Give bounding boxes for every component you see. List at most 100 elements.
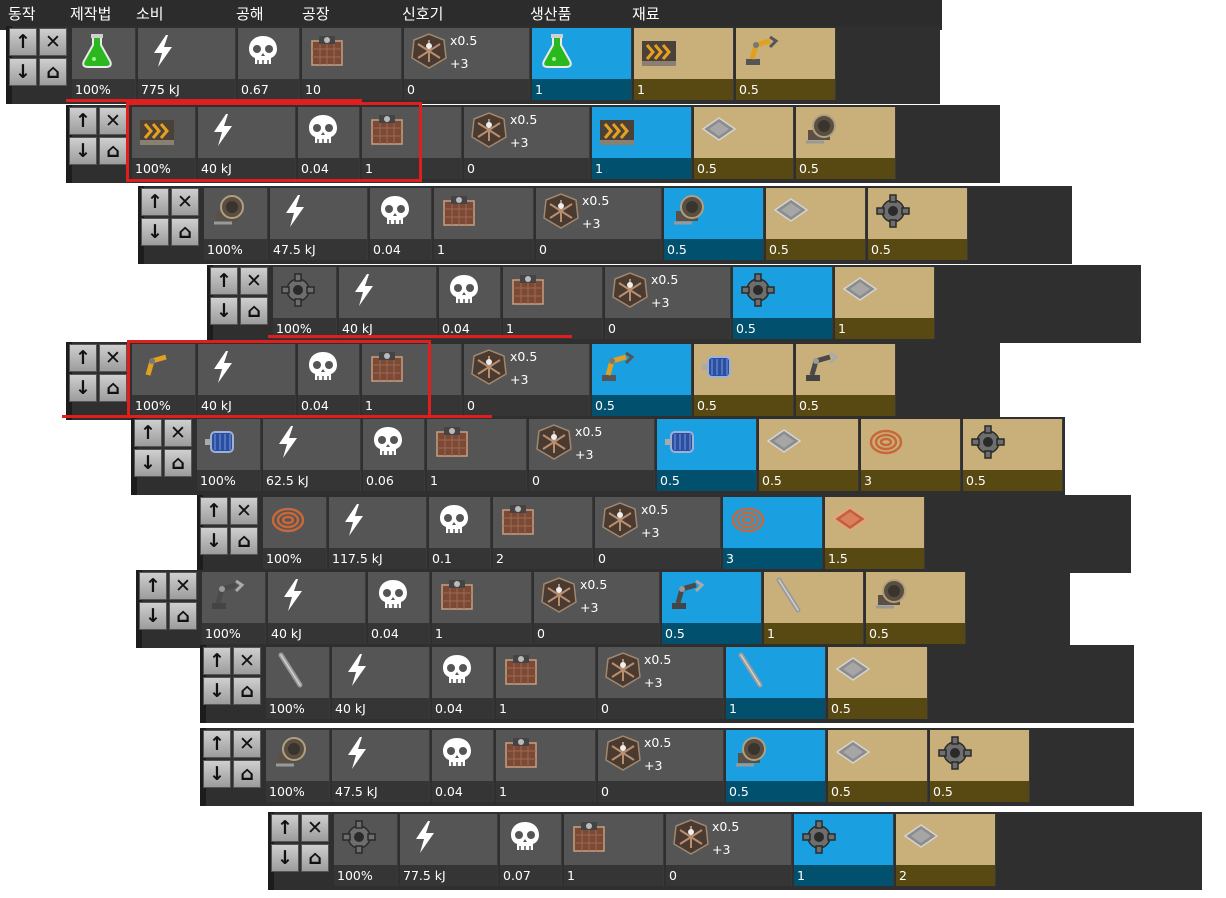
ingredient-cell[interactable]: 1.5: [825, 497, 925, 569]
pollution-cell[interactable]: 0.04: [368, 572, 430, 644]
energy-cell[interactable]: 40 kJ: [268, 572, 366, 644]
delete-row-button[interactable]: ✕: [39, 28, 67, 56]
factory-cell[interactable]: 1: [362, 107, 462, 179]
go-to-factory-button[interactable]: ⌂: [169, 602, 197, 630]
pollution-cell[interactable]: 0.07: [500, 814, 562, 886]
ingredient-cell[interactable]: 0.5: [694, 107, 794, 179]
go-to-factory-button[interactable]: ⌂: [301, 844, 329, 872]
factory-cell[interactable]: 2: [493, 497, 593, 569]
product-cell[interactable]: 1: [794, 814, 894, 886]
ingredient-cell[interactable]: 0.5: [796, 107, 896, 179]
delete-row-button[interactable]: ✕: [233, 647, 261, 675]
recipe-cell[interactable]: 100%: [266, 647, 330, 719]
ingredient-cell[interactable]: 1: [835, 267, 935, 339]
go-to-factory-button[interactable]: ⌂: [230, 527, 258, 555]
recipe-cell[interactable]: 100%: [204, 188, 268, 260]
delete-row-button[interactable]: ✕: [301, 814, 329, 842]
delete-row-button[interactable]: ✕: [230, 497, 258, 525]
factory-cell[interactable]: 1: [503, 267, 603, 339]
delete-row-button[interactable]: ✕: [171, 188, 199, 216]
pollution-cell[interactable]: 0.67: [238, 28, 300, 100]
ingredient-cell[interactable]: 0.5: [736, 28, 836, 100]
pollution-cell[interactable]: 0.04: [439, 267, 501, 339]
factory-cell[interactable]: 1: [434, 188, 534, 260]
go-to-factory-button[interactable]: ⌂: [171, 218, 199, 246]
factory-cell[interactable]: 10: [302, 28, 402, 100]
recipe-cell[interactable]: 100%: [202, 572, 266, 644]
move-down-button[interactable]: ↓: [203, 677, 231, 705]
move-down-button[interactable]: ↓: [69, 137, 97, 165]
delete-row-button[interactable]: ✕: [240, 267, 268, 295]
move-down-button[interactable]: ↓: [139, 602, 167, 630]
factory-cell[interactable]: 1: [564, 814, 664, 886]
recipe-cell[interactable]: 100%: [72, 28, 136, 100]
recipe-cell[interactable]: 100%: [197, 419, 261, 491]
product-cell[interactable]: 0.5: [592, 344, 692, 416]
energy-cell[interactable]: 47.5 kJ: [332, 730, 430, 802]
go-to-factory-button[interactable]: ⌂: [233, 677, 261, 705]
product-cell[interactable]: 0.5: [664, 188, 764, 260]
energy-cell[interactable]: 40 kJ: [198, 107, 296, 179]
ingredient-cell[interactable]: 1: [634, 28, 734, 100]
ingredient-cell[interactable]: 0.5: [868, 188, 968, 260]
factory-cell[interactable]: 1: [427, 419, 527, 491]
pollution-cell[interactable]: 0.06: [363, 419, 425, 491]
ingredient-cell[interactable]: 0.5: [930, 730, 1030, 802]
move-up-button[interactable]: ↑: [69, 107, 97, 135]
go-to-factory-button[interactable]: ⌂: [99, 137, 127, 165]
energy-cell[interactable]: 47.5 kJ: [270, 188, 368, 260]
move-down-button[interactable]: ↓: [203, 760, 231, 788]
move-down-button[interactable]: ↓: [271, 844, 299, 872]
energy-cell[interactable]: 40 kJ: [198, 344, 296, 416]
move-down-button[interactable]: ↓: [9, 58, 37, 86]
delete-row-button[interactable]: ✕: [233, 730, 261, 758]
product-cell[interactable]: 1: [532, 28, 632, 100]
energy-cell[interactable]: 775 kJ: [138, 28, 236, 100]
move-down-button[interactable]: ↓: [141, 218, 169, 246]
recipe-cell[interactable]: 100%: [334, 814, 398, 886]
go-to-factory-button[interactable]: ⌂: [233, 760, 261, 788]
ingredient-cell[interactable]: 0.5: [963, 419, 1063, 491]
move-up-button[interactable]: ↑: [200, 497, 228, 525]
pollution-cell[interactable]: 0.04: [298, 107, 360, 179]
product-cell[interactable]: 0.5: [726, 730, 826, 802]
ingredient-cell[interactable]: 0.5: [828, 647, 928, 719]
product-cell[interactable]: 0.5: [662, 572, 762, 644]
recipe-cell[interactable]: 100%: [266, 730, 330, 802]
pollution-cell[interactable]: 0.04: [432, 647, 494, 719]
ingredient-cell[interactable]: 0.5: [694, 344, 794, 416]
move-up-button[interactable]: ↑: [271, 814, 299, 842]
factory-cell[interactable]: 1: [362, 344, 462, 416]
energy-cell[interactable]: 117.5 kJ: [329, 497, 427, 569]
move-down-button[interactable]: ↓: [69, 374, 97, 402]
delete-row-button[interactable]: ✕: [99, 344, 127, 372]
energy-cell[interactable]: 40 kJ: [332, 647, 430, 719]
move-up-button[interactable]: ↑: [210, 267, 238, 295]
product-cell[interactable]: 0.5: [657, 419, 757, 491]
recipe-cell[interactable]: 100%: [132, 107, 196, 179]
ingredient-cell[interactable]: 0.5: [759, 419, 859, 491]
move-up-button[interactable]: ↑: [141, 188, 169, 216]
product-cell[interactable]: 3: [723, 497, 823, 569]
factory-cell[interactable]: 1: [496, 647, 596, 719]
product-cell[interactable]: 0.5: [733, 267, 833, 339]
move-up-button[interactable]: ↑: [134, 419, 162, 447]
recipe-cell[interactable]: 100%: [263, 497, 327, 569]
go-to-factory-button[interactable]: ⌂: [99, 374, 127, 402]
ingredient-cell[interactable]: 3: [861, 419, 961, 491]
move-down-button[interactable]: ↓: [200, 527, 228, 555]
ingredient-cell[interactable]: 0.5: [766, 188, 866, 260]
move-up-button[interactable]: ↑: [139, 572, 167, 600]
pollution-cell[interactable]: 0.04: [298, 344, 360, 416]
